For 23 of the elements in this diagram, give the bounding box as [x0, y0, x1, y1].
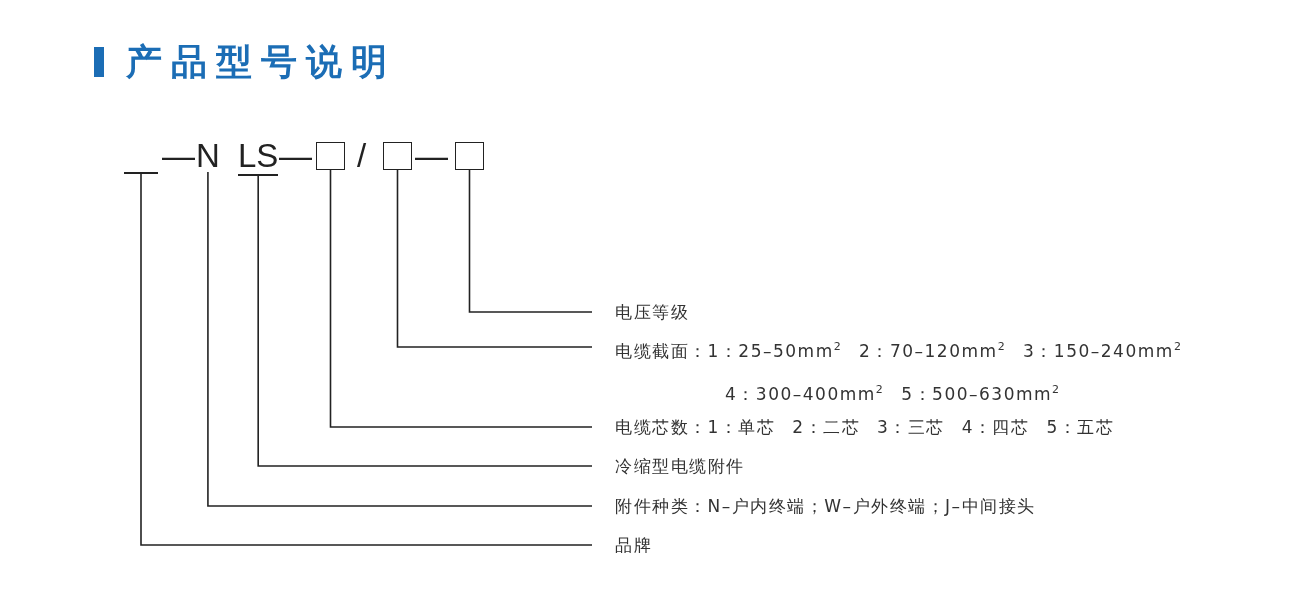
- leader-line: [396, 169, 593, 348]
- blank-box: [455, 142, 484, 170]
- leader-line: [329, 169, 593, 428]
- title: 产品型号说明: [126, 40, 396, 84]
- underline-bar: [124, 172, 158, 174]
- description-text: 冷缩型电缆附件: [592, 454, 745, 478]
- description-text: 电压等级: [592, 300, 689, 324]
- model-code-part: N: [196, 139, 220, 172]
- leader-line: [468, 169, 593, 313]
- leader-line: [257, 175, 593, 467]
- separator-text: /: [357, 139, 367, 172]
- leader-line: [207, 171, 593, 507]
- description-text: 品牌: [592, 533, 652, 557]
- blank-box: [383, 142, 412, 170]
- blank-box: [316, 142, 345, 170]
- description-text: 电缆芯数：1：单芯 2：二芯 3：三芯 4：四芯 5：五芯: [592, 415, 1115, 439]
- separator-text: —: [279, 139, 312, 172]
- separator-text: —: [415, 139, 448, 172]
- description-text: 附件种类：N–户内终端；W–户外终端；J–中间接头: [592, 494, 1036, 518]
- separator-text: —: [162, 139, 195, 172]
- model-code-part: LS: [238, 139, 279, 176]
- leader-line: [140, 173, 593, 546]
- description-text: 电缆截面：1：25–50mm$^{2}$ 2：70–120mm$^{2}$ 3：150–240mm$^{2}$ 4：300–400mm$^{2}$ 5：500–630mm$^{2}$: [592, 327, 1265, 415]
